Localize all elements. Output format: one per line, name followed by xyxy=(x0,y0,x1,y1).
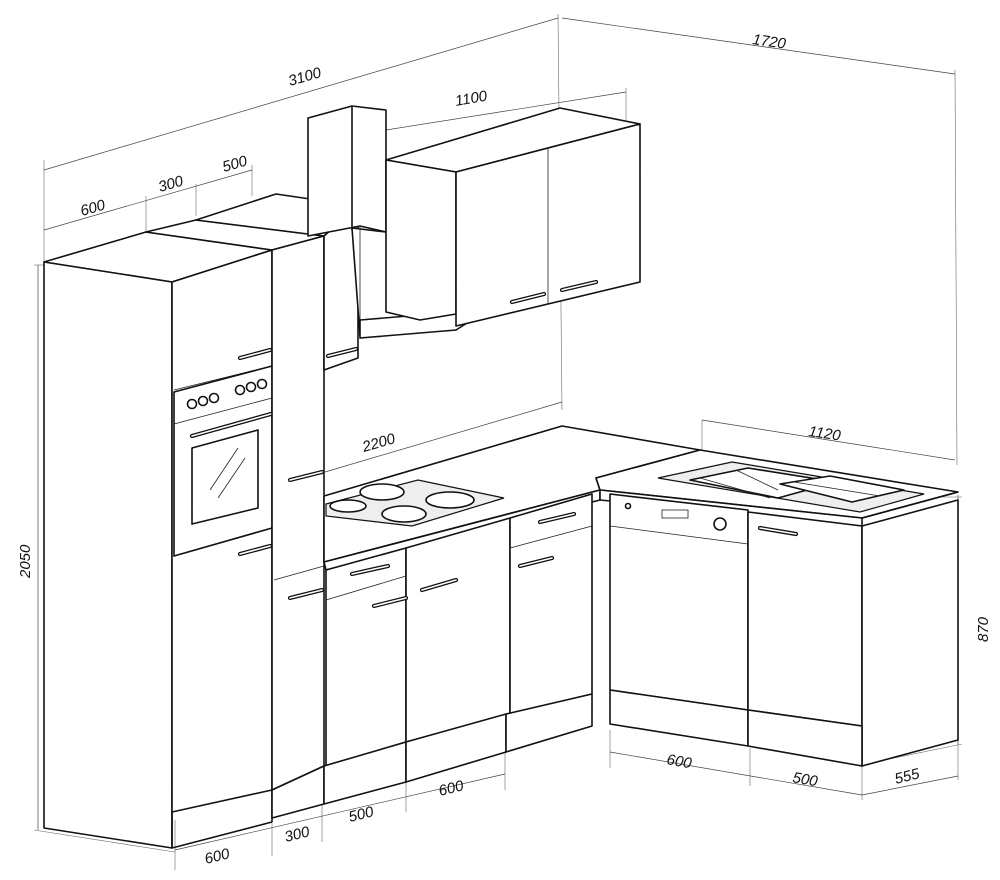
hob xyxy=(325,479,505,527)
tall-cabinet-fridge xyxy=(43,231,273,849)
dishwasher xyxy=(609,493,749,747)
built-in-oven xyxy=(173,365,281,557)
dim-total-left-width: 3100 xyxy=(286,64,323,90)
wall-cabinets-main xyxy=(385,107,641,327)
tall-cabinet-narrow xyxy=(145,219,325,791)
dim-top-600: 600 xyxy=(78,196,107,219)
dim-total-height: 2050 xyxy=(17,544,34,579)
dim-bottom-300: 300 xyxy=(283,823,312,846)
dim-right-500: 500 xyxy=(791,769,819,790)
base-cabinets-left xyxy=(271,493,593,819)
dim-bottom-600-tall: 600 xyxy=(203,845,232,868)
dim-top-500: 500 xyxy=(220,152,249,175)
dim-wall-cabinet-width: 1100 xyxy=(454,87,489,109)
dim-depth-555: 555 xyxy=(893,765,922,788)
sink xyxy=(657,461,925,513)
dimension-lines xyxy=(33,13,963,870)
dim-right-600: 600 xyxy=(665,751,693,772)
dim-top-300: 300 xyxy=(156,172,185,195)
dim-bottom-600: 600 xyxy=(437,777,466,800)
base-cabinet-right xyxy=(747,499,959,767)
dim-right-wall-length: 1720 xyxy=(751,31,787,53)
dim-bottom-500: 500 xyxy=(347,803,376,826)
dim-base-height: 870 xyxy=(975,616,992,642)
dim-counter-right: 1120 xyxy=(807,423,842,444)
